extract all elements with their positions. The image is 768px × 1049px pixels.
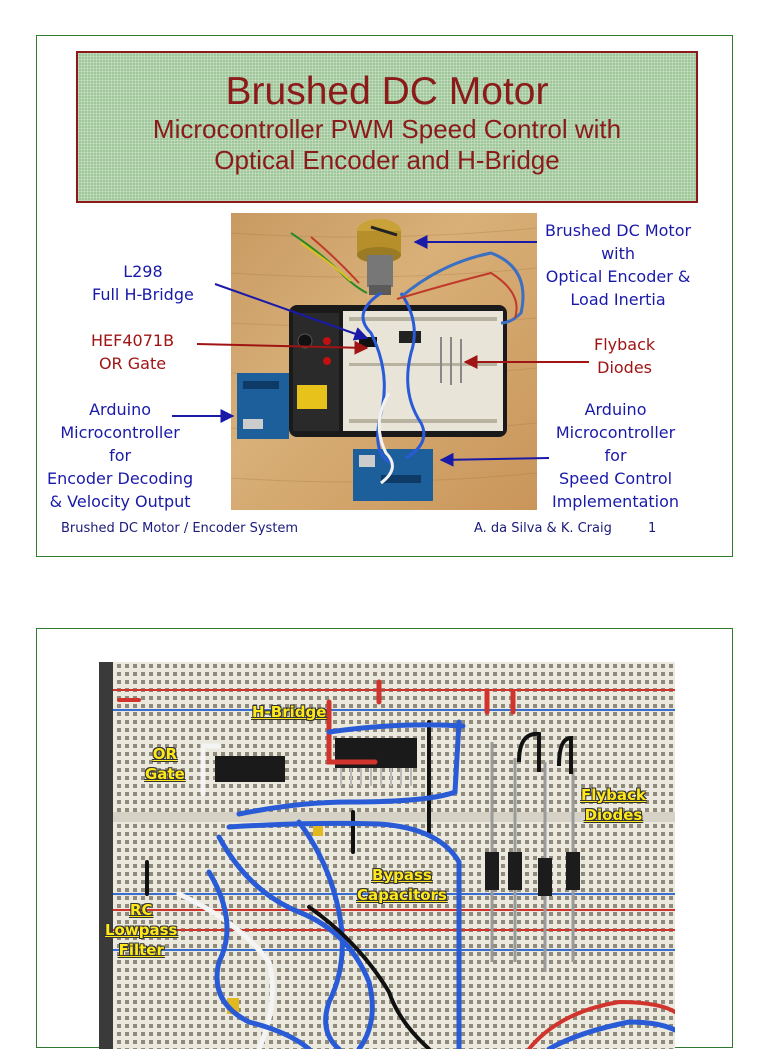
setup-photo — [231, 213, 537, 510]
arduino-left-label-line-5: & Velocity Output — [49, 492, 191, 511]
footer-left: Brushed DC Motor / Encoder System — [61, 521, 299, 536]
flyback-annotation-line-2: Diodes — [584, 806, 643, 824]
h-bridge-annotation: H-Bridge — [252, 703, 327, 721]
footer-right: A. da Silva & K. Craig — [474, 521, 612, 536]
title-box: Brushed DC Motor Microcontroller PWM Spe… — [76, 51, 698, 203]
arduino-left-label-line-4: Encoder Decoding — [47, 469, 194, 488]
l298-label-line-1: L298 — [123, 262, 163, 281]
rc-filter-annotation-line-1: RC — [129, 901, 153, 919]
slide-title: Brushed DC Motor — [225, 70, 549, 113]
page-number: 1 — [648, 521, 657, 536]
rc-filter-annotation-line-3: Filter — [118, 941, 164, 959]
flyback-label-line-1: Flyback — [594, 335, 656, 354]
motor-label-line-1: Brushed DC Motor — [545, 221, 692, 240]
arduino-left-label: Arduino Microcontroller for Encoder Deco… — [47, 398, 193, 513]
or-gate-annotation-line-1: OR — [152, 745, 178, 763]
arduino-right-label-line-2: Microcontroller — [555, 423, 676, 442]
or-gate-label: HEF4071B OR Gate — [91, 329, 174, 375]
bypass-annotation-line-2: Capacitors — [357, 886, 447, 904]
or-gate-annotation-line-2: Gate — [145, 765, 185, 783]
flyback-label: Flyback Diodes — [594, 333, 655, 379]
motor-label-line-2: with — [601, 244, 636, 263]
breadboard-photo: H-Bridge OR Gate Flyback Diodes Bypass C… — [99, 662, 675, 1049]
arduino-right-label-line-3: for — [604, 446, 627, 465]
rc-filter-annotation: RC Lowpass Filter — [105, 900, 177, 960]
l298-label-line-2: Full H-Bridge — [92, 285, 194, 304]
slide-subtitle-line-2: Optical Encoder and H-Bridge — [214, 145, 560, 175]
motor-label-line-3: Optical Encoder & — [545, 267, 691, 286]
flyback-label-line-2: Diodes — [597, 358, 653, 377]
slide-1: Brushed DC Motor Microcontroller PWM Spe… — [36, 35, 733, 557]
breadboard-drawing — [99, 662, 675, 1049]
motor-label-line-4: Load Inertia — [570, 290, 666, 309]
arduino-right-label: Arduino Microcontroller for Speed Contro… — [552, 398, 679, 513]
arduino-left-label-line-3: for — [109, 446, 132, 465]
motor-label: Brushed DC Motor with Optical Encoder & … — [545, 219, 691, 311]
setup-photo-drawing — [231, 219, 537, 501]
or-gate-annotation: OR Gate — [145, 744, 185, 784]
arduino-left-label-line-1: Arduino — [89, 400, 152, 419]
bypass-annotation-line-1: Bypass — [371, 866, 432, 884]
or-gate-chip — [215, 756, 285, 782]
rc-filter-annotation-line-2: Lowpass — [105, 921, 178, 939]
l298-label: L298 Full H-Bridge — [92, 260, 194, 306]
flyback-annotation-line-1: Flyback — [581, 786, 646, 804]
or-gate-label-line-1: HEF4071B — [91, 331, 175, 350]
motor-drawing — [357, 219, 401, 295]
arduino-right-label-line-5: Implementation — [552, 492, 680, 511]
arduino-right-label-line-4: Speed Control — [558, 469, 673, 488]
arduino-left-label-line-2: Microcontroller — [60, 423, 180, 442]
arduino-right-label-line-1: Arduino — [584, 400, 647, 419]
slide-subtitle-line-1: Microcontroller PWM Speed Control with — [152, 114, 622, 144]
slide-2: H-Bridge OR Gate Flyback Diodes Bypass C… — [36, 628, 733, 1049]
or-gate-label-line-2: OR Gate — [98, 354, 167, 373]
flyback-annotation: Flyback Diodes — [581, 785, 646, 825]
bypass-annotation: Bypass Capacitors — [357, 865, 447, 905]
